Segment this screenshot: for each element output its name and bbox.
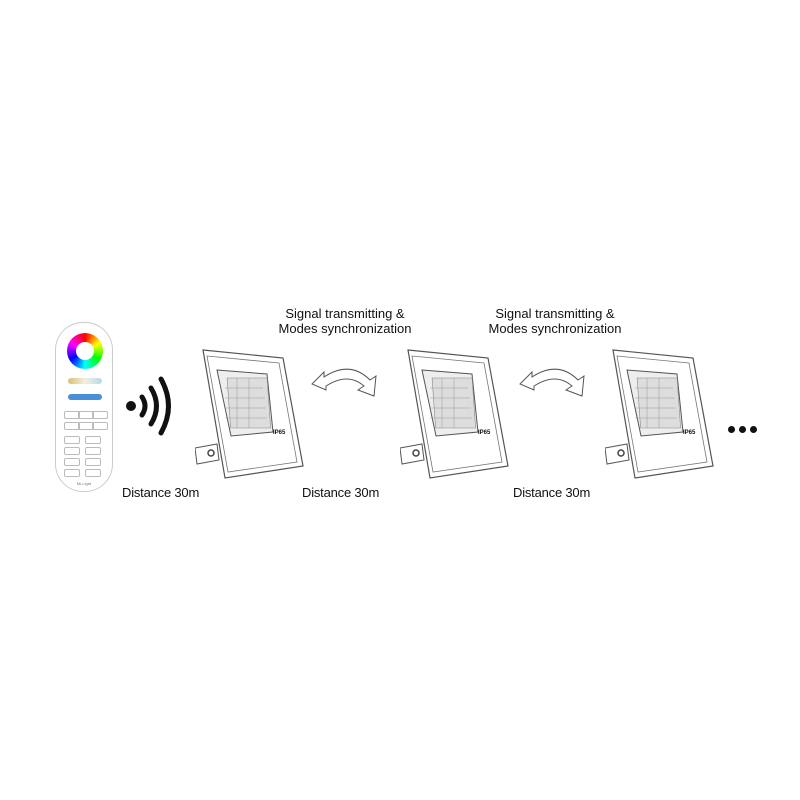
sync-caption-1: Signal transmitting & Modes synchronizat… xyxy=(245,306,445,336)
color-wheel xyxy=(67,333,103,369)
remote-brand: Mi-Light xyxy=(76,481,92,486)
sync-caption-2: Signal transmitting & Modes synchronizat… xyxy=(455,306,655,336)
cct-slider xyxy=(68,378,102,384)
caption-line: Modes synchronization xyxy=(278,321,412,336)
curved-arrow-icon xyxy=(311,368,377,397)
ip-rating: IP65 xyxy=(478,430,491,436)
floodlight-2: IP65 xyxy=(399,348,515,480)
ellipsis-icon xyxy=(728,420,761,438)
caption-line: Signal transmitting & xyxy=(495,306,615,321)
caption-line: Modes synchronization xyxy=(488,321,622,336)
distance-label-1: Distance 30m xyxy=(122,485,200,500)
distance-label-3: Distance 30m xyxy=(513,485,591,500)
floodlight-1: IP65 xyxy=(194,348,310,480)
ip-rating: IP65 xyxy=(273,430,286,436)
caption-line: Signal transmitting & xyxy=(285,306,405,321)
wireless-signal-icon xyxy=(126,376,171,436)
brightness-slider xyxy=(68,394,102,400)
ip-rating: IP65 xyxy=(683,430,696,436)
curved-arrow-icon xyxy=(519,368,585,397)
floodlight-3: IP65 xyxy=(604,348,720,480)
distance-label-2: Distance 30m xyxy=(302,485,380,500)
remote-control: Mi-Light xyxy=(55,322,113,492)
